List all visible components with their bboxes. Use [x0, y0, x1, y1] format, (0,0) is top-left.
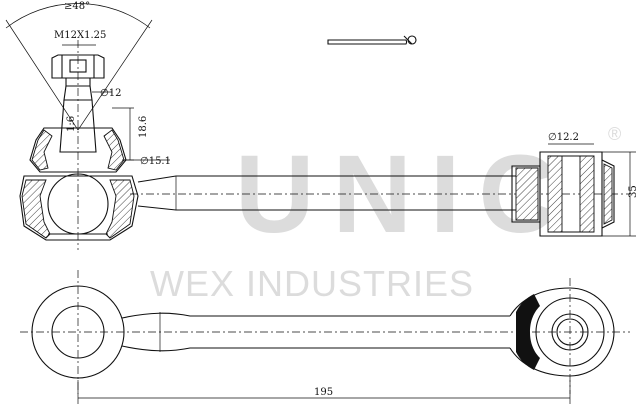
cotter-pin-section — [69, 59, 87, 73]
boot-right-hatch — [103, 129, 125, 171]
angle-line-right — [77, 19, 153, 131]
dust-boot — [29, 127, 127, 173]
diameter-top-label: ∅12 — [100, 88, 121, 99]
bushing-rubber-right — [579, 155, 595, 233]
top-section-view: ≥48° M12X1.25 ∅12 1:6 18.6 ∅15.1 — [5, 1, 639, 250]
angle-arc — [5, 3, 151, 29]
plan-arm-bottom — [121, 345, 510, 352]
housing-left-hatch — [21, 179, 51, 239]
housing-right-hatch — [105, 179, 135, 239]
bushing-bore-label: ∅12.2 — [548, 132, 579, 143]
left-eye-outer — [31, 285, 125, 379]
diameter-lower-label: ∅15.1 — [140, 156, 171, 167]
height-label: 18.6 — [138, 116, 149, 138]
socket-housing — [19, 175, 139, 241]
watermark: UNIC ® WEX INDUSTRIES — [150, 124, 621, 304]
watermark-brand: UNIC — [235, 133, 576, 256]
bushing-collar-right — [601, 159, 615, 229]
bushing-height-label: 35 — [628, 185, 639, 198]
right-eye-outer — [509, 287, 615, 377]
overall-length-label: 195 — [314, 387, 333, 398]
angle-label: ≥48° — [64, 1, 90, 12]
cotter-pin — [327, 35, 417, 45]
angle-line-left — [5, 19, 79, 131]
watermark-registered: ® — [608, 124, 621, 144]
taper-label: 1:6 — [66, 116, 77, 132]
right-eye-shadow — [516, 294, 540, 370]
boot-left-hatch — [31, 129, 53, 171]
castle-nut — [51, 54, 105, 79]
stud-taper — [59, 99, 97, 153]
watermark-subtitle: WEX INDUSTRIES — [150, 263, 474, 304]
thread-label: M12X1.25 — [54, 30, 106, 41]
bushing-rubber-left — [547, 155, 563, 233]
plan-arm-top — [121, 312, 510, 319]
bottom-plan-view: 195 — [20, 270, 630, 404]
